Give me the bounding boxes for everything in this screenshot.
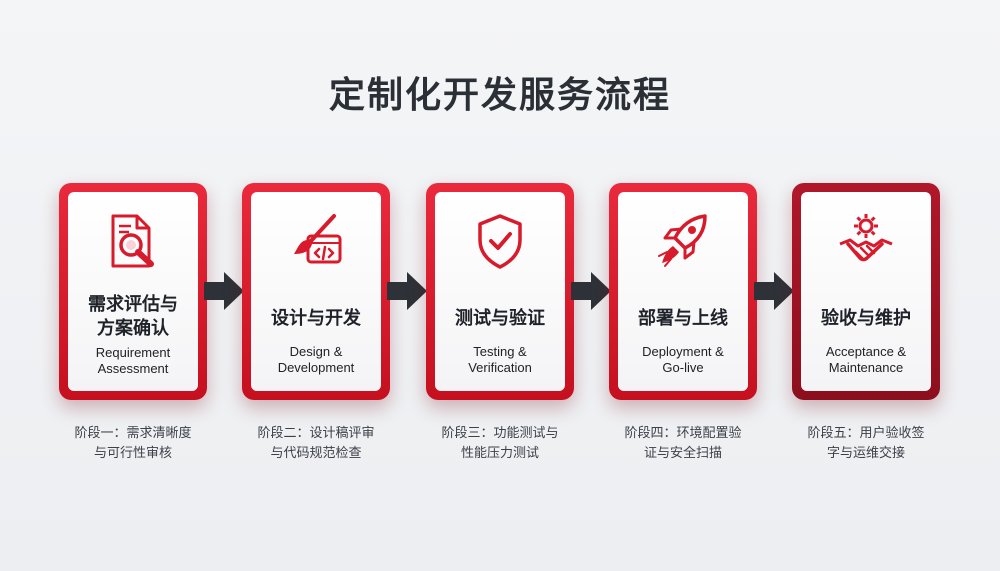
step-en-line-1: Requirement <box>95 345 171 360</box>
step-title-line-1: 需求评估与 <box>88 294 178 315</box>
step-en-line-2: Maintenance <box>828 360 904 375</box>
step-card-3: 测试与验证 Testing & Verification <box>426 183 574 400</box>
arrow-right-icon <box>754 270 794 312</box>
description-line-2: 与可行性审核 <box>93 446 172 461</box>
rocket-icon <box>655 212 711 270</box>
document-search-icon <box>105 212 161 270</box>
step-card-5: 验收与维护 Acceptance & Maintenance <box>792 183 940 400</box>
description-line-1: 阶段五：用户验收签 <box>807 426 925 441</box>
step-description-1: 阶段一：需求清晰度 与可行性审核 <box>59 424 207 464</box>
description-line-2: 证与安全扫描 <box>643 446 722 461</box>
step-en-line-1: Testing & <box>473 344 527 359</box>
card-body: 测试与验证 Testing & Verification <box>435 192 565 391</box>
step-card-2: 设计与开发 Design & Development <box>242 183 390 400</box>
step-title: 测试与验证 <box>455 308 545 329</box>
description-line-1: 阶段一：需求清晰度 <box>74 426 192 441</box>
step-description-5: 阶段五：用户验收签 字与运维交接 <box>792 424 940 464</box>
handshake-gear-icon <box>838 212 894 270</box>
description-line-1: 阶段三：功能测试与 <box>441 426 559 441</box>
arrow-right-icon <box>571 270 611 312</box>
step-card-4: 部署与上线 Deployment & Go-live <box>609 183 757 400</box>
step-en-line-2: Assessment <box>97 361 169 376</box>
card-body: 需求评估与 方案确认 Requirement Assessment <box>68 192 198 391</box>
card-body: 验收与维护 Acceptance & Maintenance <box>801 192 931 391</box>
paintbrush-code-icon <box>288 212 344 270</box>
step-description-3: 阶段三：功能测试与 性能压力测试 <box>426 424 574 464</box>
step-en-line-2: Verification <box>468 360 532 375</box>
description-line-2: 与代码规范检查 <box>270 446 362 461</box>
description-line-1: 阶段二：设计稿评审 <box>257 426 375 441</box>
step-title-line-2: 方案确认 <box>97 318 169 339</box>
step-title: 设计与开发 <box>271 308 361 329</box>
step-card-1: 需求评估与 方案确认 Requirement Assessment <box>59 183 207 400</box>
description-line-2: 性能压力测试 <box>460 446 539 461</box>
step-en-line-1: Acceptance & <box>825 344 907 359</box>
step-title: 部署与上线 <box>638 308 728 329</box>
step-title: 验收与维护 <box>821 308 911 329</box>
step-description-2: 阶段二：设计稿评审 与代码规范检查 <box>242 424 390 464</box>
step-en-line-2: Go-live <box>662 360 704 375</box>
card-body: 设计与开发 Design & Development <box>251 192 381 391</box>
step-description-4: 阶段四：环境配置验 证与安全扫描 <box>609 424 757 464</box>
step-en-line-1: Deployment & <box>642 344 724 359</box>
shield-check-icon <box>472 212 528 270</box>
card-body: 部署与上线 Deployment & Go-live <box>618 192 748 391</box>
description-line-2: 字与运维交接 <box>826 446 905 461</box>
page-title: 定制化开发服务流程 <box>328 75 671 116</box>
arrow-right-icon <box>387 270 427 312</box>
description-line-1: 阶段四：环境配置验 <box>624 426 742 441</box>
arrow-right-icon <box>204 270 244 312</box>
step-en-line-1: Design & <box>289 344 343 359</box>
step-en-line-2: Development <box>277 360 355 375</box>
